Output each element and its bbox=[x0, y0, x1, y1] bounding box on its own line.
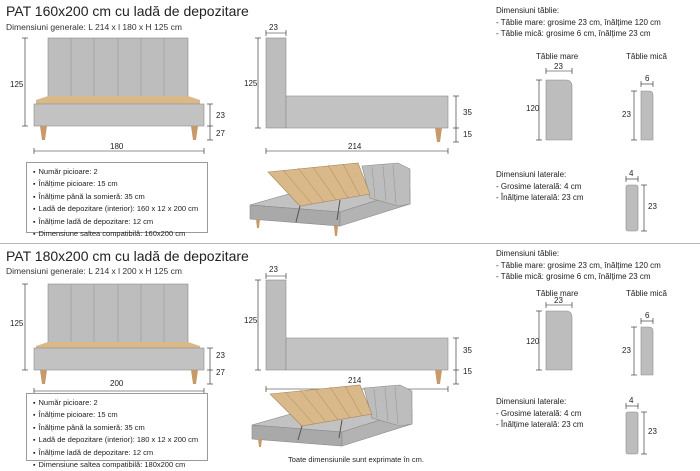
spec-item: Ladă de depozitare (interior): 180 x 12 … bbox=[33, 434, 201, 446]
headboard-panels bbox=[536, 68, 654, 141]
front-view bbox=[22, 37, 213, 154]
spec-item: Dimensiune saltea compatibilă: 180x200 c… bbox=[33, 459, 201, 471]
large-headboard-label: Tăblie mare bbox=[536, 52, 579, 61]
small-height-label: 23 bbox=[622, 110, 631, 119]
large-headboard-label: Tăblie mare bbox=[536, 289, 579, 298]
section-divider bbox=[0, 243, 700, 244]
headboard-heading: Dimensiuni tăblie: bbox=[496, 249, 560, 258]
large-thickness-label: 23 bbox=[554, 296, 563, 305]
product-title: PAT 160x200 cm cu ladă de depozitare bbox=[6, 3, 249, 19]
headboard-panels bbox=[536, 302, 654, 376]
drawings-1 bbox=[22, 30, 654, 236]
lateral-height-label: 23 bbox=[648, 202, 657, 211]
side-height-label: 125 bbox=[244, 316, 258, 325]
spec-item: Număr picioare: 2 bbox=[33, 397, 201, 409]
small-height-label: 23 bbox=[622, 346, 631, 355]
front-width-label: 180 bbox=[110, 142, 124, 151]
spec-item: Ladă de depozitare (interior): 160 x 12 … bbox=[33, 203, 201, 215]
small-thickness-label: 6 bbox=[645, 311, 650, 320]
side-leg-height-label: 15 bbox=[463, 130, 472, 139]
specs-box: Număr picioare: 2 Înălțime picioare: 15 … bbox=[26, 162, 208, 238]
front-leg-height-label: 27 bbox=[216, 368, 225, 377]
spec-item: Înălțime până la somieră: 35 cm bbox=[33, 191, 201, 203]
small-headboard-label: Tăblie mică bbox=[626, 52, 667, 61]
lateral-line: - Înălțime laterală: 23 cm bbox=[496, 420, 584, 429]
general-dimensions: Dimensiuni generale: L 214 x l 180 x H 1… bbox=[6, 22, 182, 32]
general-dimensions: Dimensiuni generale: L 214 x l 200 x H 1… bbox=[6, 266, 182, 276]
lateral-height-label: 23 bbox=[648, 427, 657, 436]
footer-note: Toate dimensiunile sunt exprimate în cm. bbox=[288, 455, 424, 464]
lateral-line: - Grosime laterală: 4 cm bbox=[496, 182, 582, 191]
headboard-line: - Tăblie mare: grosime 23 cm, înălțime 1… bbox=[496, 261, 661, 270]
lateral-thickness-label: 4 bbox=[629, 169, 634, 178]
front-side-height-label: 23 bbox=[216, 111, 225, 120]
spec-item: Înălțime până la somieră: 35 cm bbox=[33, 422, 201, 434]
headboard-heading: Dimensiuni tăblie: bbox=[496, 6, 560, 15]
spec-item: Înălțime ladă de depozitare: 12 cm bbox=[33, 447, 201, 459]
lateral-heading: Dimensiuni laterale: bbox=[496, 170, 567, 179]
specs-box: Număr picioare: 2 Înălțime picioare: 15 … bbox=[26, 393, 208, 469]
side-frame-height-label: 35 bbox=[463, 346, 472, 355]
large-height-label: 120 bbox=[526, 337, 540, 346]
front-width-label: 200 bbox=[110, 379, 124, 388]
lateral-panel bbox=[625, 403, 647, 455]
side-headboard-thickness-label: 23 bbox=[269, 265, 278, 274]
lateral-heading: Dimensiuni laterale: bbox=[496, 397, 567, 406]
front-view bbox=[22, 283, 213, 394]
lateral-line: - Grosime laterală: 4 cm bbox=[496, 409, 582, 418]
lateral-thickness-label: 4 bbox=[629, 396, 634, 405]
headboard-line: - Tăblie mare: grosime 23 cm, înălțime 1… bbox=[496, 18, 661, 27]
spec-item: Dimensiune saltea compatibilă: 160x200 c… bbox=[33, 228, 201, 240]
lateral-line: - Înălțime laterală: 23 cm bbox=[496, 193, 584, 202]
side-leg-height-label: 15 bbox=[463, 367, 472, 376]
side-length-label: 214 bbox=[348, 142, 362, 151]
product-title: PAT 180x200 cm cu ladă de depozitare bbox=[6, 248, 249, 264]
front-leg-height-label: 27 bbox=[216, 129, 225, 138]
small-thickness-label: 6 bbox=[645, 74, 650, 83]
headboard-line: - Tăblie mică: grosime 6 cm, înălțime 23… bbox=[496, 272, 651, 281]
side-length-label: 214 bbox=[348, 376, 362, 385]
spec-item: Înălțime picioare: 15 cm bbox=[33, 409, 201, 421]
perspective-open-storage bbox=[249, 162, 411, 236]
side-frame-height-label: 35 bbox=[463, 108, 472, 117]
side-view bbox=[255, 30, 459, 154]
front-side-height-label: 23 bbox=[216, 351, 225, 360]
large-height-label: 120 bbox=[526, 104, 540, 113]
lateral-panel bbox=[625, 176, 647, 232]
side-view bbox=[255, 273, 459, 392]
perspective-open-storage bbox=[251, 384, 413, 447]
spec-item: Număr picioare: 2 bbox=[33, 166, 201, 178]
large-thickness-label: 23 bbox=[554, 62, 563, 71]
front-height-label: 125 bbox=[10, 80, 24, 89]
side-height-label: 125 bbox=[244, 79, 258, 88]
headboard-line: - Tăblie mică: grosime 6 cm, înălțime 23… bbox=[496, 29, 651, 38]
spec-item: Înălțime ladă de depozitare: 12 cm bbox=[33, 216, 201, 228]
side-headboard-thickness-label: 23 bbox=[269, 23, 278, 32]
spec-item: Înălțime picioare: 15 cm bbox=[33, 178, 201, 190]
small-headboard-label: Tăblie mică bbox=[626, 289, 667, 298]
front-height-label: 125 bbox=[10, 319, 24, 328]
